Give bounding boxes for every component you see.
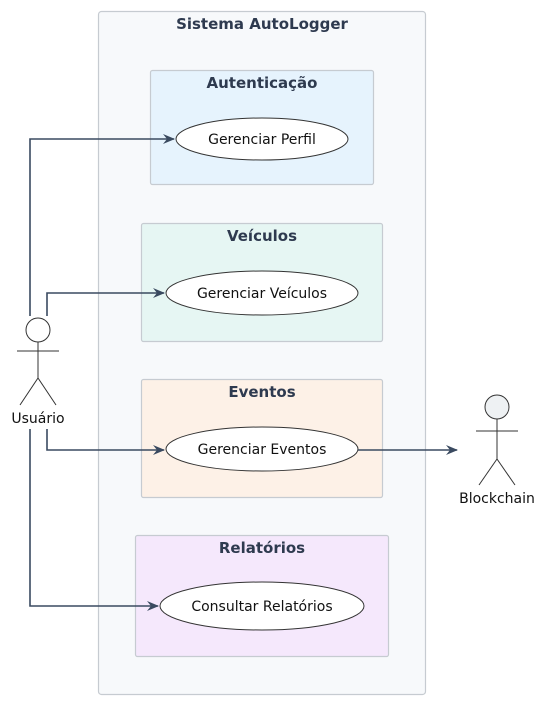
package-title: Autenticação (207, 74, 318, 92)
package-title: Relatórios (219, 539, 305, 557)
package-eventos: Eventos Gerenciar Eventos (140, 378, 384, 499)
package-relatorios: Relatórios Consultar Relatórios (134, 534, 390, 658)
use-case-ellipse[interactable] (165, 270, 359, 316)
actor-label-usuario: Usuário (11, 411, 64, 427)
use-case-ellipse[interactable] (159, 581, 365, 631)
system-title: Sistema AutoLogger (176, 15, 348, 33)
association-usuario-gerenciar-perfil (29, 134, 175, 316)
use-case-gerenciar-veiculos[interactable]: Gerenciar Veículos (197, 286, 327, 302)
use-case-gerenciar-eventos[interactable]: Gerenciar Eventos (198, 442, 327, 458)
use-case-gerenciar-perfil[interactable]: Gerenciar Perfil (208, 132, 316, 148)
use-case-ellipse[interactable] (175, 117, 349, 161)
actor-blockchain[interactable]: Blockchain (459, 394, 535, 507)
package-veiculos: Veículos Gerenciar Veículos (140, 222, 384, 343)
actor-label-blockchain: Blockchain (459, 491, 535, 507)
use-case-ellipse[interactable] (165, 426, 359, 472)
actor-left-leg (19, 377, 39, 406)
actor-head-icon (25, 317, 51, 343)
actor-usuario[interactable]: Usuário (11, 317, 65, 427)
association-usuario-gerenciar-veiculos (46, 288, 165, 316)
association-usuario-gerenciar-eventos (46, 429, 165, 455)
actor-right-leg (37, 377, 57, 406)
actor-right-leg (496, 458, 516, 486)
package-autenticacao: Autenticação Gerenciar Perfil (149, 69, 375, 186)
package-title: Eventos (228, 383, 295, 401)
actor-left-leg (478, 458, 498, 486)
package-title: Veículos (227, 227, 297, 245)
actor-head-icon (484, 394, 510, 420)
associations (29, 134, 458, 611)
association-usuario-consultar-relatorios (29, 429, 159, 611)
use-case-consultar-relatorios[interactable]: Consultar Relatórios (191, 599, 332, 615)
